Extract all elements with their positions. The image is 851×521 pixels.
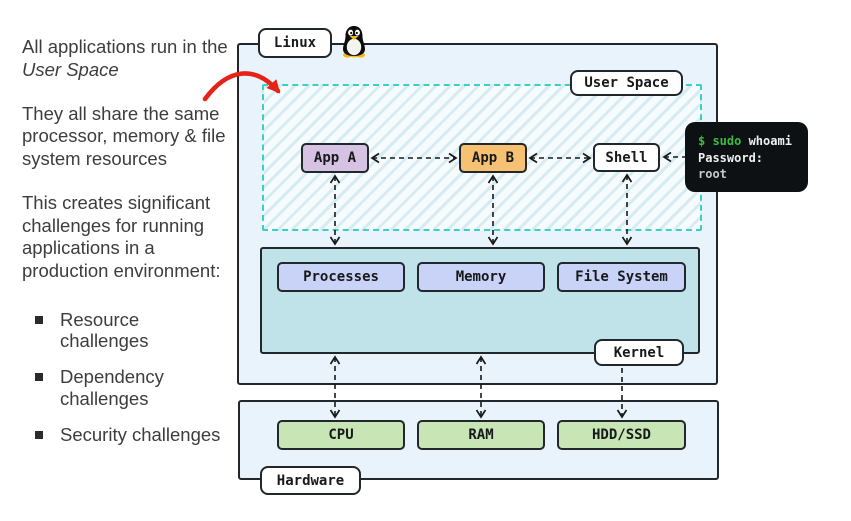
kernel-item-memory: Memory: [417, 262, 545, 292]
hardware-item-ram: RAM: [417, 420, 545, 450]
bullet-label: Resource challenges: [60, 308, 149, 352]
terminal-line-root: root: [698, 167, 727, 181]
kernel-item-processes: Processes: [277, 262, 405, 292]
app-b-box: App B: [459, 143, 527, 173]
hardware-label: Hardware: [260, 466, 361, 495]
bullet-label: Dependency challenges: [60, 366, 164, 409]
kernel-label: Kernel: [594, 339, 684, 366]
terminal-popup: $ sudo whoami Password: root: [685, 122, 808, 192]
paragraph-user-space-plain: All applications run in the: [22, 36, 228, 57]
terminal-command: whoami: [741, 134, 792, 148]
paragraph-challenges: This creates significant challenges for …: [22, 191, 221, 281]
app-a-box: App A: [301, 143, 369, 173]
tux-penguin-icon: [343, 26, 365, 58]
hardware-item-hdd: HDD/SSD: [557, 420, 686, 450]
paragraph-user-space: All applications run in the User Space: [22, 36, 240, 82]
paragraph-shared-resources: They all share the same processor, memor…: [22, 102, 226, 170]
bullet-resource: Resource challenges: [22, 309, 240, 352]
terminal-line-command: $ sudo whoami: [698, 133, 808, 150]
square-bullet-icon: [35, 315, 43, 324]
hardware-item-cpu: CPU: [277, 420, 405, 450]
bullet-security: Security challenges: [22, 424, 240, 445]
shell-box: Shell: [593, 143, 660, 172]
terminal-line-password: Password:: [698, 150, 764, 165]
square-bullet-icon: [35, 373, 43, 382]
challenge-bullet-list: Resource challenges Dependency challenge…: [22, 309, 240, 445]
bullet-label: Security challenges: [60, 423, 221, 445]
linux-label: Linux: [258, 28, 332, 58]
terminal-prompt: $ sudo: [698, 134, 742, 148]
left-text-panel: All applications run in the User Space T…: [22, 36, 240, 460]
user-space-italic: User Space: [22, 58, 119, 80]
user-space-label: User Space: [570, 70, 683, 96]
bullet-dependency: Dependency challenges: [22, 366, 240, 409]
kernel-item-filesystem: File System: [557, 262, 686, 292]
square-bullet-icon: [35, 430, 43, 439]
